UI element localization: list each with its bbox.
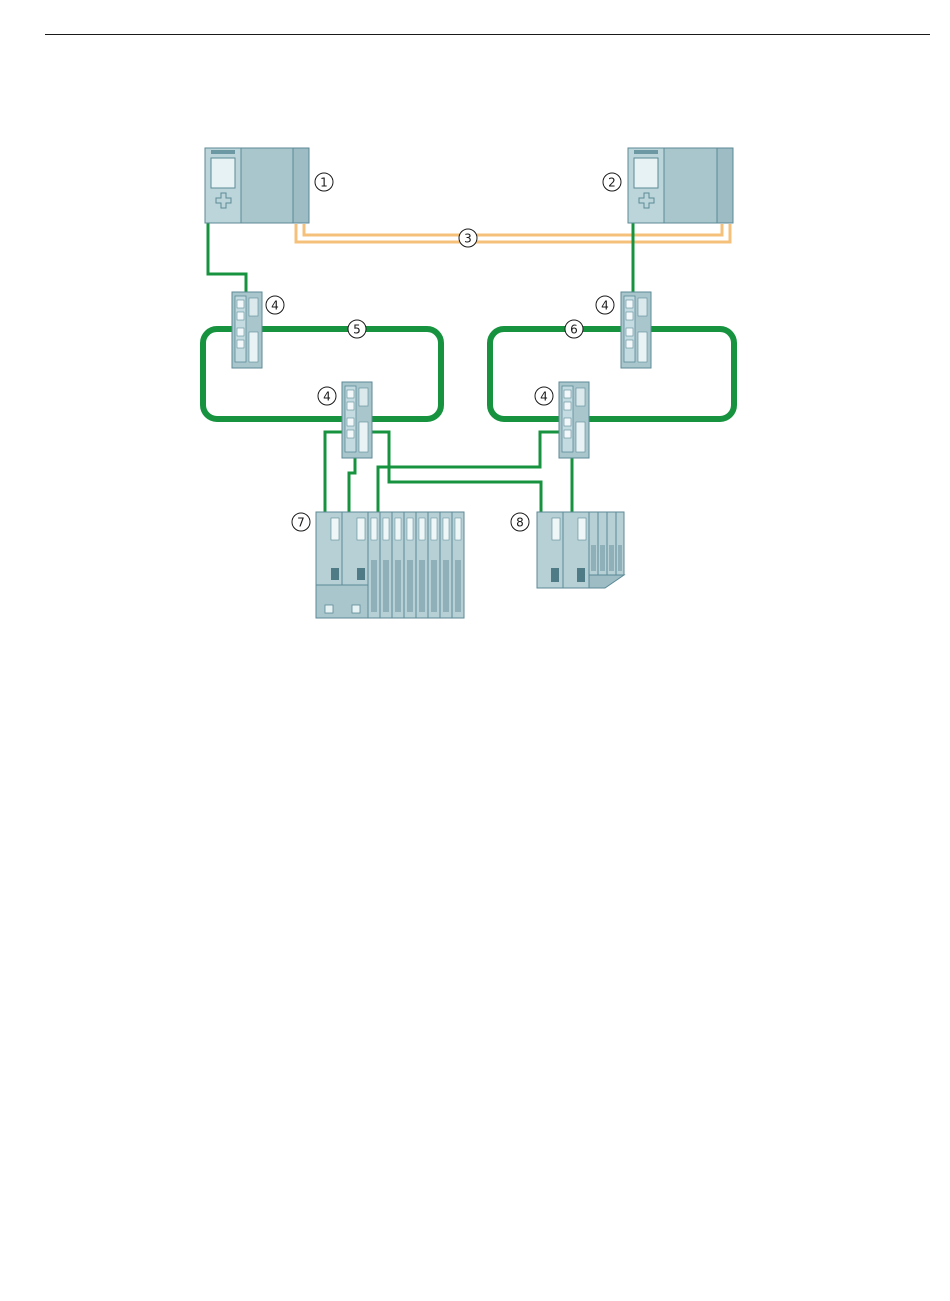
switch-bottom-right bbox=[559, 382, 589, 458]
switch-top-right bbox=[621, 292, 651, 368]
svg-text:3: 3 bbox=[464, 232, 472, 246]
callout-5: 5 bbox=[348, 320, 366, 338]
callout-3: 3 bbox=[459, 229, 477, 247]
svg-text:5: 5 bbox=[353, 323, 361, 337]
cpu-2-module bbox=[628, 148, 733, 223]
network-cables bbox=[208, 222, 633, 512]
svg-text:6: 6 bbox=[570, 323, 578, 337]
svg-text:8: 8 bbox=[516, 516, 524, 530]
io-station-7 bbox=[316, 512, 464, 618]
ring-6 bbox=[490, 329, 734, 419]
callout-4-top-right: 4 bbox=[596, 296, 614, 314]
callout-4-top-left: 4 bbox=[266, 296, 284, 314]
svg-text:4: 4 bbox=[323, 390, 331, 404]
svg-text:2: 2 bbox=[608, 176, 616, 190]
cpu-1-module bbox=[205, 148, 309, 223]
callout-4-bottom-right: 4 bbox=[535, 387, 553, 405]
callout-2: 2 bbox=[603, 173, 621, 191]
svg-text:4: 4 bbox=[601, 299, 609, 313]
switch-bottom-left bbox=[342, 382, 372, 458]
switch-top-left bbox=[232, 292, 262, 368]
svg-text:7: 7 bbox=[297, 516, 305, 530]
sync-fiber-link bbox=[296, 224, 730, 242]
callout-1: 1 bbox=[315, 173, 333, 191]
svg-text:4: 4 bbox=[540, 390, 548, 404]
callout-4-bottom-left: 4 bbox=[318, 387, 336, 405]
callout-7: 7 bbox=[292, 513, 310, 531]
svg-text:1: 1 bbox=[320, 176, 328, 190]
callout-6: 6 bbox=[565, 320, 583, 338]
callout-8: 8 bbox=[511, 513, 529, 531]
svg-text:4: 4 bbox=[271, 299, 279, 313]
io-station-8 bbox=[537, 512, 624, 588]
